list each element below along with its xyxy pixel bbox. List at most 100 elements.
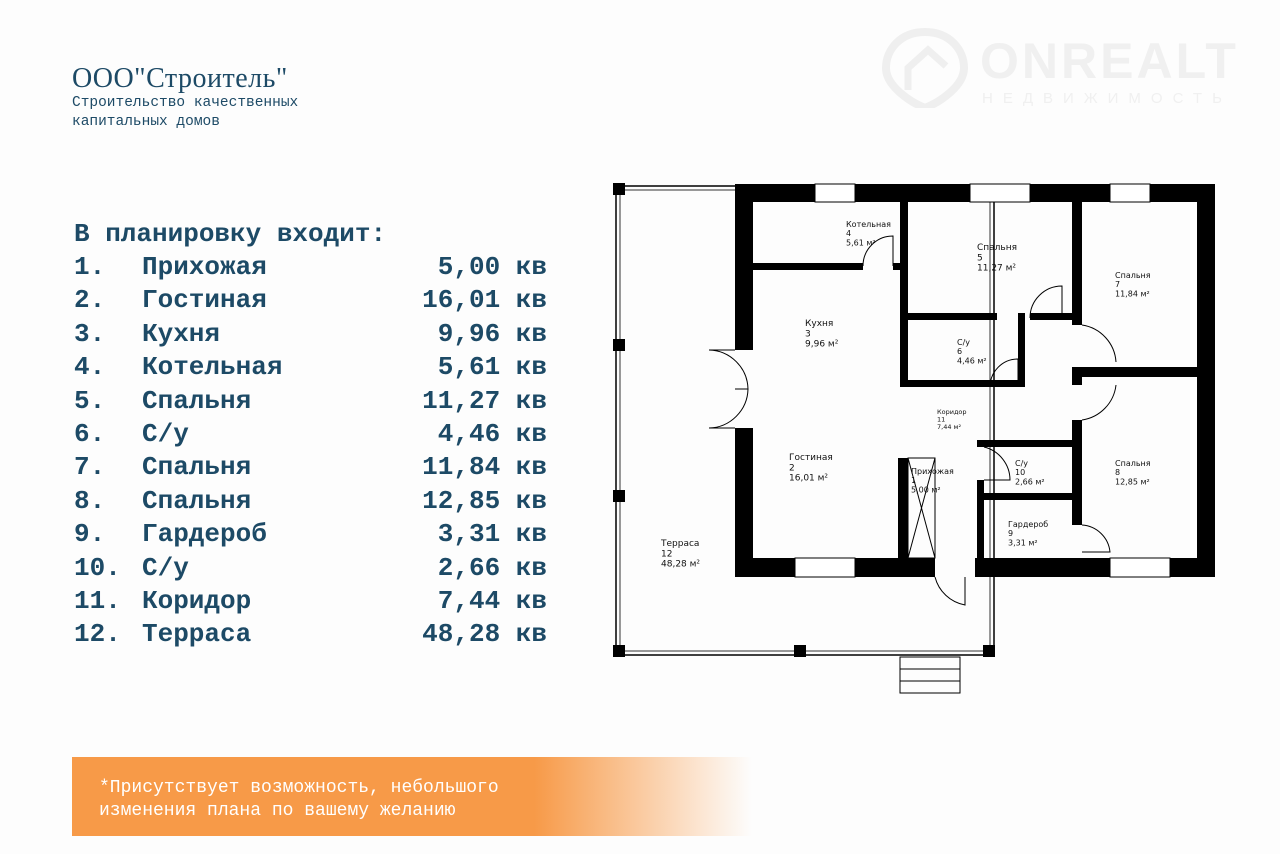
list-item: 4. Котельная 5,61 кв (74, 351, 547, 384)
list-item-value: 5,00 кв (437, 252, 547, 282)
note-line-1: *Присутствует возможность, небольшого (99, 778, 499, 798)
list-item-number: 6. (74, 418, 106, 449)
room-name: Терраса (660, 539, 699, 549)
wardrobe-cabinet (907, 457, 936, 559)
list-item-number: 9. (74, 519, 106, 550)
room-num: 5 (977, 253, 983, 263)
room-num: 1 (911, 476, 916, 485)
list-item: 1. Прихожая 5,00 кв (74, 251, 547, 284)
list-item: 3. Кухня 9,96 кв (74, 318, 547, 351)
list-item-label: Кухня (142, 318, 221, 349)
room-area: 12,85 м² (1115, 477, 1150, 486)
list-item-number: 7. (74, 452, 106, 483)
room-area: 5,61 м² (846, 238, 876, 247)
list-item: 6. С/у 4,46 кв (74, 418, 547, 451)
room-name: Спальня (1115, 271, 1151, 280)
list-item: 8. Спальня 12,85 кв (74, 485, 547, 518)
doors (708, 235, 1117, 606)
room-area: 2,66 м² (1015, 477, 1045, 486)
list-item: 9. Гардероб 3,31 кв (74, 518, 547, 551)
room-area: 3,31 м² (1008, 538, 1038, 547)
list-item-value: 11,84 кв (422, 452, 547, 483)
room-name: Коридор (937, 408, 967, 416)
company-header: ООО"Строитель" Строительство качественны… (72, 64, 298, 132)
company-name: ООО"Строитель" (72, 63, 288, 94)
list-item-number: 3. (74, 318, 106, 349)
room-num: 4 (846, 229, 851, 238)
list-item-value: 11,27 кв (422, 385, 547, 416)
room-area: 48,28 м² (661, 560, 700, 570)
list-item-label: Спальня (142, 385, 252, 416)
list-item: 12. Терраса 48,28 кв (74, 618, 547, 651)
list-item-label: Гардероб (142, 519, 267, 550)
room-name: Спальня (1115, 459, 1151, 468)
list-item-label: Спальня (142, 485, 252, 516)
room-area: 9,96 м² (805, 340, 839, 350)
list-item: 10. С/у 2,66 кв (74, 552, 547, 585)
list-item-label: С/у (142, 552, 189, 583)
list-item-number: 4. (74, 352, 106, 383)
room-num: 12 (661, 549, 672, 559)
list-item-number: 11. (74, 585, 121, 616)
list-item-value: 4,46 кв (437, 418, 547, 449)
room-area: 7,44 м² (937, 423, 961, 431)
exterior-walls (735, 184, 1215, 577)
room-name: Кухня (805, 319, 833, 329)
list-item-label: Гостиная (142, 285, 267, 316)
list-item-value: 16,01 кв (422, 285, 547, 316)
watermark-logo: ONREALT НЕДВИЖИМОСТЬ (880, 27, 1250, 113)
room-num: 3 (805, 329, 811, 339)
room-name: С/у (957, 338, 970, 347)
list-item-number: 1. (74, 252, 106, 282)
list-item-label: Прихожая (142, 252, 267, 282)
list-item-value: 3,31 кв (437, 519, 547, 550)
room-num: 10 (1015, 468, 1025, 477)
list-item-number: 5. (74, 385, 106, 416)
list-item-number: 12. (74, 619, 121, 650)
room-name: Гардероб (1008, 520, 1048, 529)
list-item-label: Котельная (142, 352, 283, 383)
list-item-value: 48,28 кв (422, 619, 547, 650)
note-banner: *Присутствует возможность, небольшого из… (72, 757, 752, 836)
list-item-label: Терраса (142, 619, 252, 650)
list-item-number: 8. (74, 485, 106, 516)
room-num: 8 (1115, 468, 1120, 477)
rooms-list-heading: В планировку входит: (74, 219, 387, 249)
room-name: Спальня (977, 243, 1017, 253)
room-area: 5,00 м² (911, 485, 941, 494)
list-item-value: 12,85 кв (422, 485, 547, 516)
room-area: 4,46 м² (957, 356, 987, 365)
company-tagline-1: Строительство качественных (72, 95, 299, 111)
list-item-number: 10. (74, 552, 121, 583)
list-item-label: Коридор (142, 585, 252, 616)
list-item: 7. Спальня 11,84 кв (74, 451, 547, 484)
room-num: 11 (937, 415, 945, 423)
list-item-value: 5,61 кв (437, 352, 547, 383)
room-num: 7 (1115, 280, 1120, 289)
company-tagline-2: капитальных домов (72, 114, 220, 130)
list-item-value: 2,66 кв (437, 552, 547, 583)
room-name: Прихожая (911, 467, 954, 476)
list-item-label: Спальня (142, 452, 252, 483)
list-item-label: С/у (142, 418, 189, 449)
list-item-value: 9,96 кв (437, 318, 547, 349)
windows (794, 183, 1171, 578)
note-line-2: изменения плана по вашему желанию (99, 801, 456, 821)
terrace-posts (613, 183, 995, 657)
room-num: 6 (957, 347, 962, 356)
room-num: 2 (789, 463, 795, 473)
terrace-steps (899, 656, 961, 694)
logo-brand: ONREALT (980, 33, 1239, 89)
list-item: 5. Спальня 11,27 кв (74, 385, 547, 418)
room-area: 16,01 м² (789, 474, 828, 484)
room-area: 11,27 м² (977, 264, 1016, 274)
room-area: 11,84 м² (1115, 289, 1150, 298)
room-num: 9 (1008, 529, 1013, 538)
room-name: Котельная (846, 220, 891, 229)
interior-walls (753, 202, 1197, 558)
logo-subtitle: НЕДВИЖИМОСТЬ (982, 90, 1232, 107)
